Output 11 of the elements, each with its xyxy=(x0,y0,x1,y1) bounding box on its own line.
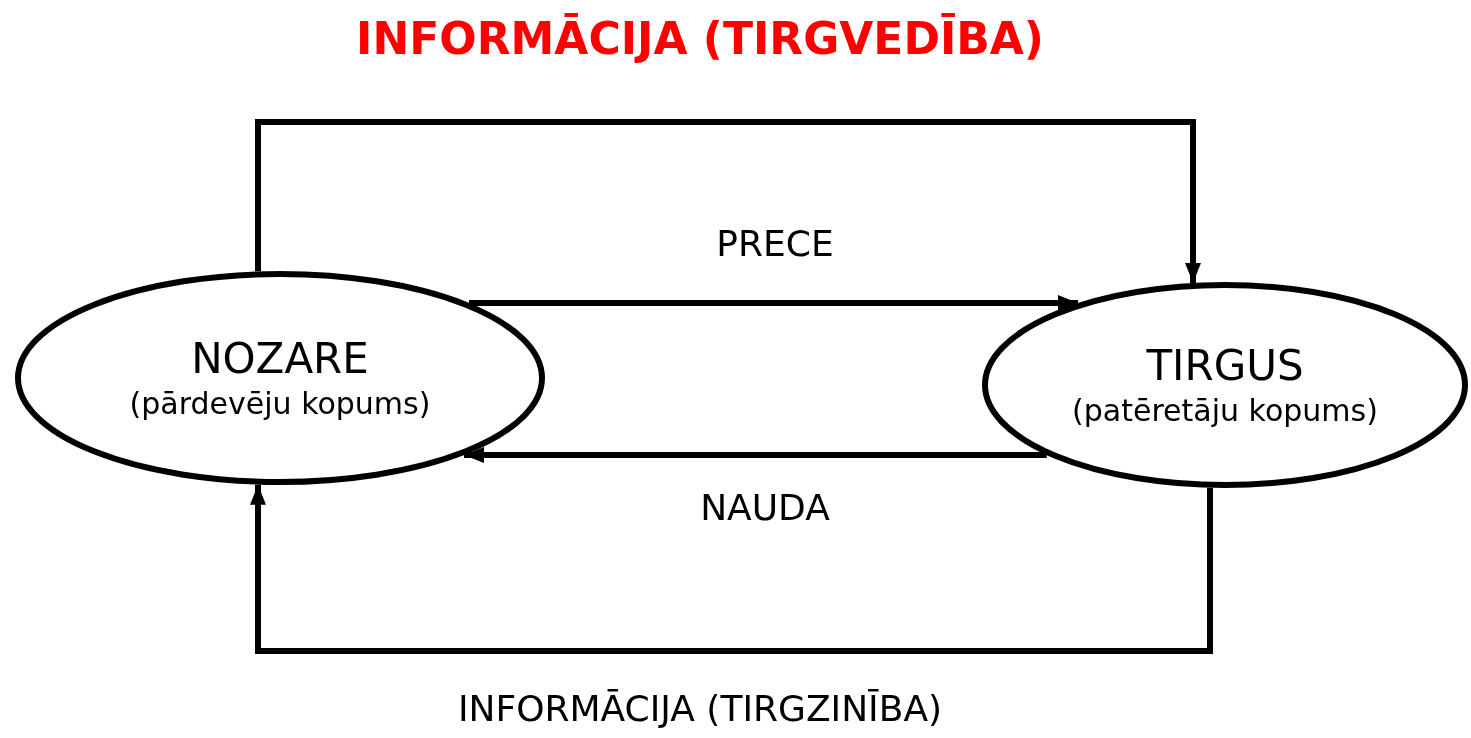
node-subtitle: (pārdevēju kopums) xyxy=(129,385,431,423)
ellipse-node xyxy=(982,282,1468,488)
arrow xyxy=(255,119,1201,283)
title: INFORMĀCIJA (TIRGVEDĪBA) xyxy=(356,12,1044,64)
arrow xyxy=(469,295,1078,311)
node-title: NOZARE xyxy=(191,333,369,385)
arrow xyxy=(464,447,1047,463)
node-subtitle: (patēretāju kopums) xyxy=(1072,392,1378,430)
ellipse-node xyxy=(15,271,545,485)
node-title: TIRGUS xyxy=(1146,340,1304,392)
arrow xyxy=(250,484,1213,654)
